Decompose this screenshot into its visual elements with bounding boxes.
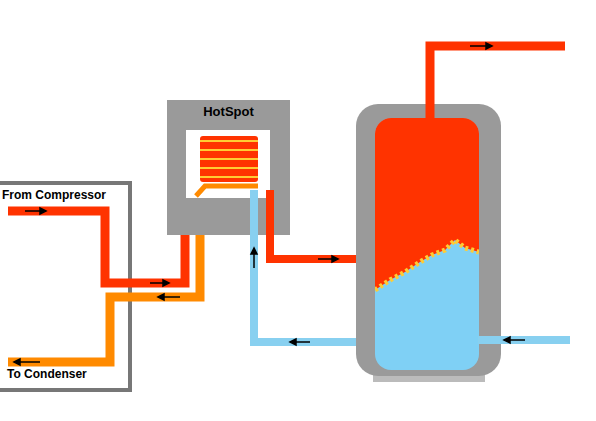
tank-shell (356, 104, 501, 376)
hot-water (375, 118, 479, 290)
hotspot-chamber (186, 130, 270, 198)
heating-coil (200, 136, 258, 182)
pipe-label: From Compressor (1, 188, 107, 202)
hot-outlet-pipe (430, 46, 565, 120)
pipe-label: To Condenser (6, 367, 88, 381)
cold-water (375, 118, 479, 370)
coil-outlet (196, 186, 258, 196)
flow-arrows (14, 43, 525, 365)
hotspot-box: HotSpot (167, 104, 290, 119)
cold-inlet-pipe (478, 336, 570, 344)
thermocline (375, 240, 479, 290)
unit-name: HotSpot (167, 104, 290, 119)
